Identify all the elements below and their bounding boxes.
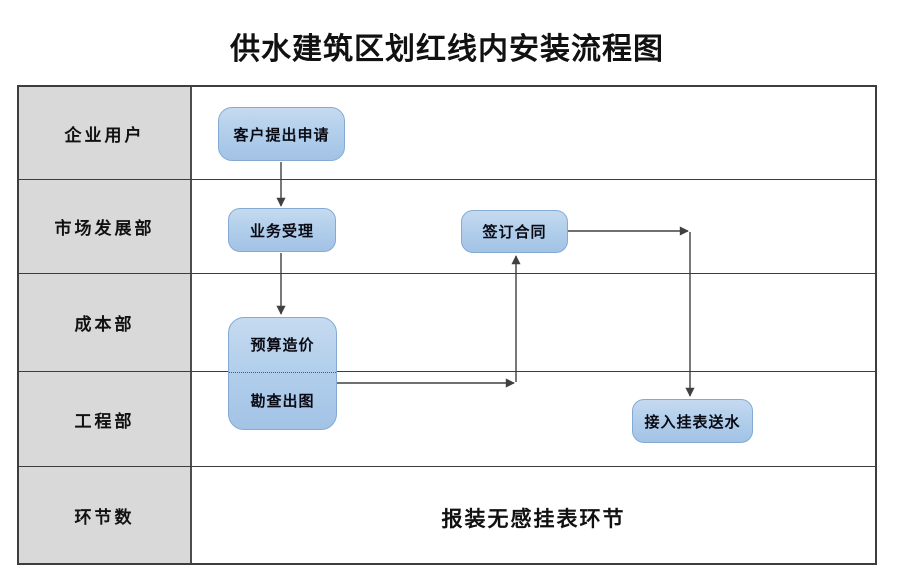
node-connect-meter-water-label: 接入挂表送水 — [644, 414, 741, 431]
node-survey-drawing: 勘查出图 — [229, 373, 336, 429]
node-budget-estimate-label: 预算造价 — [250, 338, 315, 355]
lane-header-market-development: 市场发展部 — [19, 180, 192, 273]
lane-header-enterprise-user: 企业用户 — [19, 87, 192, 179]
node-sign-contract: 签订合同 — [461, 210, 568, 253]
lane-engineering-department: 工程部 — [19, 372, 875, 467]
diagram-title: 供水建筑区划红线内安装流程图 — [230, 33, 664, 66]
lane-market-development: 市场发展部 — [19, 180, 875, 274]
lane-header-cost-department: 成本部 — [19, 274, 192, 371]
lane-cost-department: 成本部 — [19, 274, 875, 372]
lane-enterprise-user: 企业用户 — [19, 87, 875, 180]
node-budget-estimate: 预算造价 — [229, 318, 336, 373]
node-connect-meter-water: 接入挂表送水 — [632, 399, 753, 443]
node-budget-survey-group: 预算造价 勘查出图 — [228, 317, 337, 430]
lane-step-count: 环节数 — [19, 467, 875, 563]
swimlane-table: 企业用户 市场发展部 成本部 工程部 环节数 — [17, 85, 877, 565]
node-survey-drawing-label: 勘查出图 — [250, 394, 315, 411]
node-customer-apply-label: 客户提出申请 — [233, 127, 330, 144]
node-business-accept: 业务受理 — [228, 208, 336, 252]
lane-header-step-count: 环节数 — [19, 467, 192, 563]
node-business-accept-label: 业务受理 — [249, 223, 314, 240]
node-customer-apply: 客户提出申请 — [218, 107, 345, 161]
lane-header-engineering-department: 工程部 — [19, 372, 192, 466]
node-sign-contract-label: 签订合同 — [482, 225, 547, 241]
footer-note: 报装无感挂表环节 — [441, 507, 626, 531]
